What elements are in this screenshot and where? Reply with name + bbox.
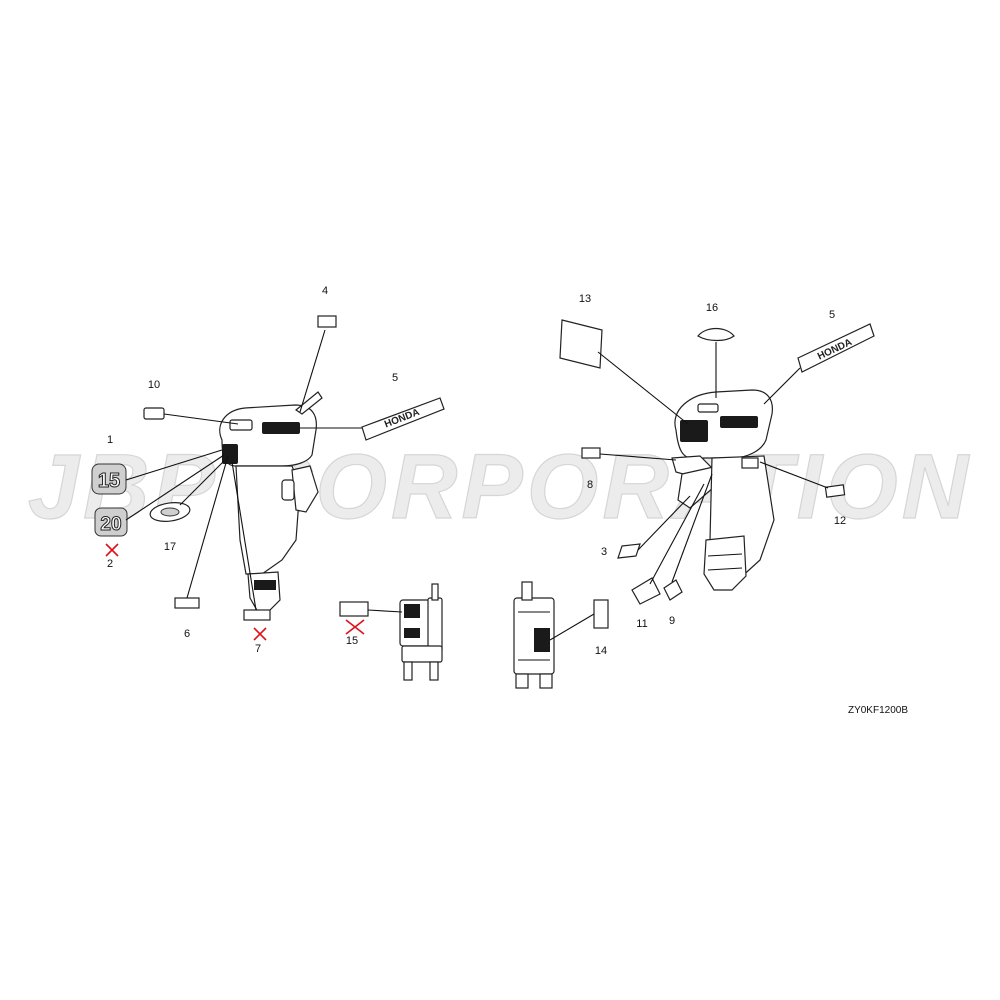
decal-2-text: 20 xyxy=(100,514,121,535)
discontinued-mark-2 xyxy=(105,543,119,557)
left-bracket-knob xyxy=(281,479,295,501)
callout-16: 16 xyxy=(706,302,718,314)
right-cowl-dark-label xyxy=(720,416,758,428)
watermark: JBP CORPORATION xyxy=(27,435,972,538)
decal-17 xyxy=(149,502,191,522)
callout-10: 10 xyxy=(148,379,160,391)
decal-15 xyxy=(339,601,369,617)
component-14-foot-1 xyxy=(515,673,529,689)
decal-7 xyxy=(243,609,271,621)
decal-9 xyxy=(663,579,683,601)
component-15-dark-area xyxy=(404,604,420,618)
component-15-leg-2 xyxy=(429,661,439,681)
decal-12 xyxy=(824,484,846,498)
decal-6 xyxy=(174,597,200,609)
decal-2-emblem: 20 xyxy=(94,507,128,537)
callout-5-left: 5 xyxy=(392,372,398,384)
callout-8: 8 xyxy=(587,479,593,491)
component-15-assembly xyxy=(399,583,443,681)
callout-13: 13 xyxy=(579,293,591,305)
callout-15: 15 xyxy=(346,635,358,647)
callout-14: 14 xyxy=(595,645,607,657)
callout-9: 9 xyxy=(669,615,675,627)
left-outboard-motor xyxy=(219,391,323,613)
decal-13 xyxy=(559,319,603,369)
component-15-leg-1 xyxy=(403,661,413,681)
callout-7: 7 xyxy=(255,643,261,655)
component-14-dark-panel xyxy=(534,628,550,652)
right-cowl-badge xyxy=(697,403,719,413)
decal-10 xyxy=(143,407,165,420)
left-cowl-badge xyxy=(229,419,253,431)
left-cowl-dark-label xyxy=(262,422,300,434)
decal-1-emblem: 15 xyxy=(91,463,127,495)
decal-16 xyxy=(697,327,735,342)
callout-4: 4 xyxy=(322,285,328,297)
left-clamp-bracket xyxy=(291,465,319,513)
left-tiller-handle xyxy=(294,391,323,415)
discontinued-mark-15 xyxy=(345,619,365,635)
component-15-dark-area-2 xyxy=(404,628,420,638)
left-front-dark-panel xyxy=(222,444,238,464)
component-14-top-stem xyxy=(521,581,533,601)
component-15-base xyxy=(401,645,443,663)
left-leader-lines xyxy=(125,329,362,611)
callout-3: 3 xyxy=(601,546,607,558)
component-15-top-stem xyxy=(431,583,439,601)
decal-5-right: HONDA xyxy=(797,323,875,373)
decal-1-text: 15 xyxy=(98,470,120,492)
right-side-plate xyxy=(741,457,759,469)
callout-12: 12 xyxy=(834,515,846,527)
discontinued-mark-7 xyxy=(253,627,267,641)
decal-5-left: HONDA xyxy=(361,397,445,441)
decal-8 xyxy=(581,447,601,459)
decal-11 xyxy=(631,577,661,605)
diagram-code: ZY0KF1200B xyxy=(848,705,908,716)
right-outboard-motor xyxy=(671,389,775,591)
callout-17: 17 xyxy=(164,541,176,553)
decal-14 xyxy=(593,599,609,629)
callout-1: 1 xyxy=(107,434,113,446)
component-14-assembly xyxy=(513,581,555,689)
decal-5-left-text: HONDA xyxy=(383,407,421,430)
callout-5-right: 5 xyxy=(829,309,835,321)
component-14-foot-2 xyxy=(539,673,553,689)
right-lower-unit xyxy=(703,535,747,591)
right-cowl-dark-panel xyxy=(680,420,708,442)
callout-6: 6 xyxy=(184,628,190,640)
left-lower-unit-dark-band xyxy=(254,580,276,590)
callout-11: 11 xyxy=(636,618,647,630)
decal-3 xyxy=(617,543,641,559)
right-leader-lines xyxy=(597,342,829,585)
callout-2: 2 xyxy=(107,558,113,570)
component-15-tube xyxy=(427,597,443,653)
watermark-text: JBP CORPORATION xyxy=(28,436,972,538)
decal-4 xyxy=(317,315,337,328)
